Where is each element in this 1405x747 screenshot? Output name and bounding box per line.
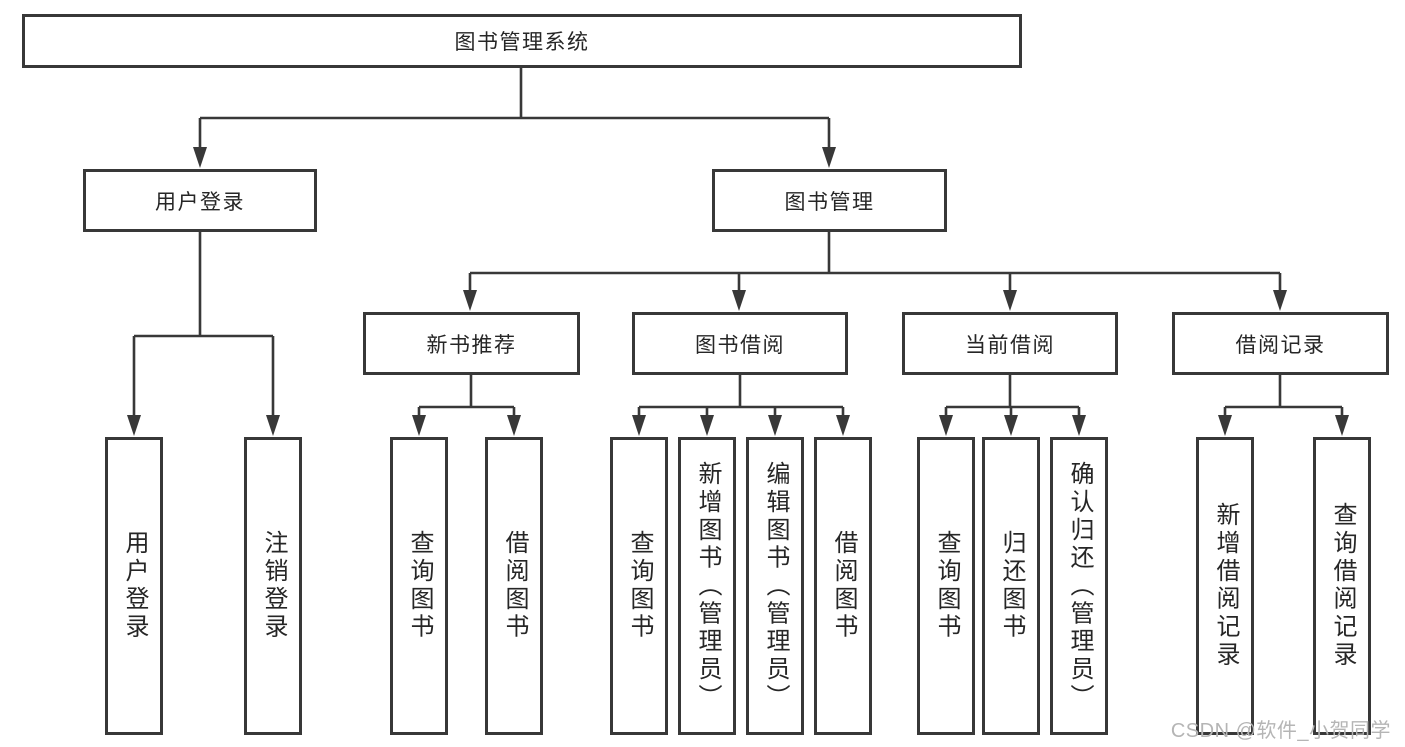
leaf-borrow-books: 借阅图书 [814, 437, 872, 735]
leaf-borrow-books-recommend-label: 借阅图书 [501, 530, 528, 642]
leaf-add-borrow-record-label: 新增借阅记录 [1212, 502, 1239, 670]
leaf-borrow-books-label: 借阅图书 [830, 530, 857, 642]
leaf-logout-label: 注销登录 [260, 530, 287, 642]
node-root-label: 图书管理系统 [454, 31, 590, 54]
leaf-edit-book-admin: 编辑图书（管理员） [746, 437, 804, 735]
leaf-add-book-admin: 新增图书（管理员） [678, 437, 736, 735]
node-book-management: 图书管理 [712, 169, 947, 232]
node-user-login: 用户登录 [83, 169, 317, 232]
node-current-borrow: 当前借阅 [902, 312, 1118, 375]
leaf-user-login-label: 用户登录 [121, 530, 148, 642]
leaf-logout: 注销登录 [244, 437, 302, 735]
node-new-book-recommend-label: 新书推荐 [426, 333, 517, 357]
leaf-query-borrow-record-label: 查询借阅记录 [1329, 502, 1356, 670]
leaf-edit-book-admin-label: 编辑图书（管理员） [762, 460, 789, 712]
node-book-management-label: 图书管理 [784, 190, 875, 214]
leaf-query-books-borrow: 查询图书 [610, 437, 668, 735]
node-current-borrow-label: 当前借阅 [965, 333, 1055, 357]
leaf-return-books-label: 归还图书 [998, 530, 1025, 642]
watermark: CSDN @软件_小贺同学 [1170, 720, 1391, 742]
leaf-query-books-current: 查询图书 [917, 437, 975, 735]
arrowheads [127, 147, 1349, 436]
node-root: 图书管理系统 [22, 14, 1022, 68]
node-borrow-records-label: 借阅记录 [1235, 333, 1326, 357]
leaf-borrow-books-recommend: 借阅图书 [485, 437, 543, 735]
node-book-borrow-label: 图书借阅 [695, 333, 785, 357]
leaf-add-book-admin-label: 新增图书（管理员） [694, 460, 721, 712]
leaf-query-books-current-label: 查询图书 [933, 530, 960, 642]
leaf-query-books-recommend: 查询图书 [390, 437, 448, 735]
leaf-confirm-return-admin: 确认归还（管理员） [1050, 437, 1108, 735]
leaf-query-borrow-record: 查询借阅记录 [1313, 437, 1371, 735]
node-user-login-label: 用户登录 [155, 190, 245, 214]
node-book-borrow: 图书借阅 [632, 312, 848, 375]
leaf-add-borrow-record: 新增借阅记录 [1196, 437, 1254, 735]
leaf-confirm-return-admin-label: 确认归还（管理员） [1066, 460, 1093, 712]
node-borrow-records: 借阅记录 [1172, 312, 1389, 375]
leaf-query-books-recommend-label: 查询图书 [406, 530, 433, 642]
leaf-return-books: 归还图书 [982, 437, 1040, 735]
leaf-query-books-borrow-label: 查询图书 [626, 530, 653, 642]
leaf-user-login: 用户登录 [105, 437, 163, 735]
node-new-book-recommend: 新书推荐 [363, 312, 580, 375]
